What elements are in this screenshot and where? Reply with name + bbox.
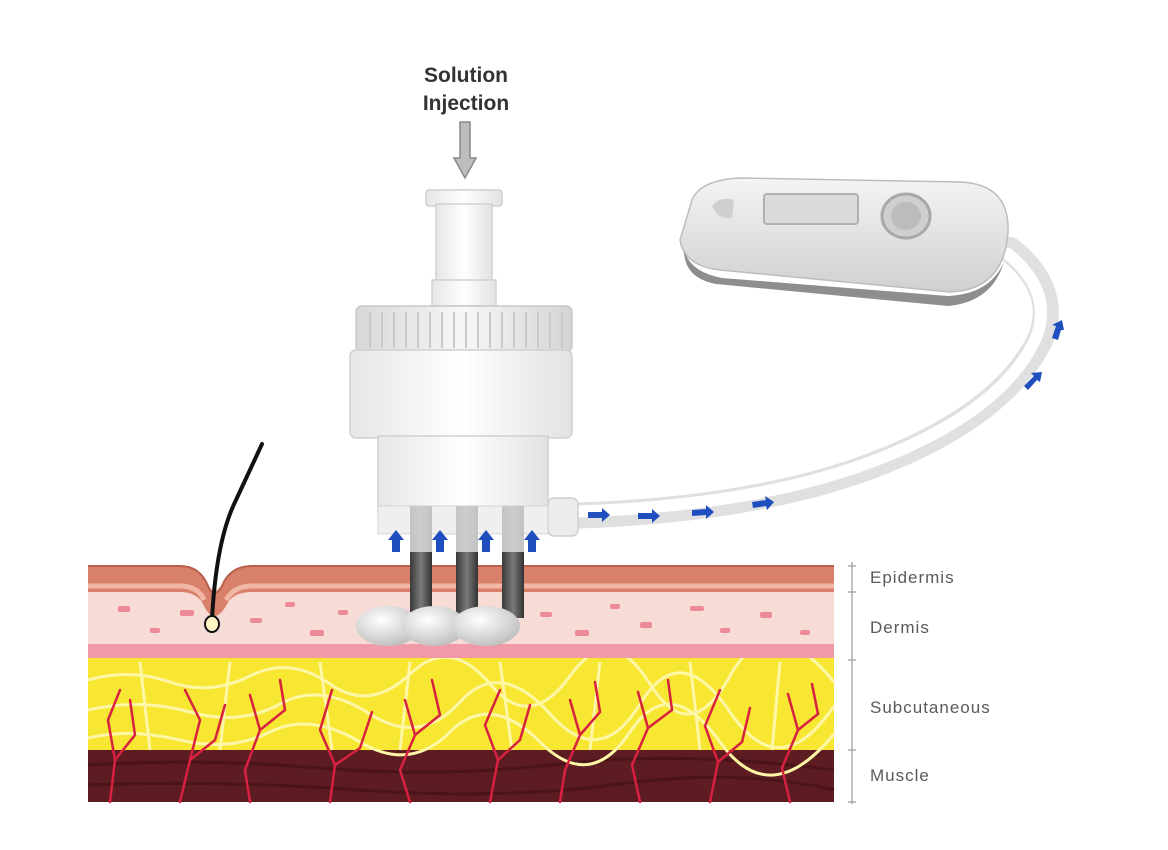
remote-screen <box>763 193 859 225</box>
epidermis-lower-band <box>88 583 834 602</box>
syringe-neck <box>431 279 497 307</box>
solution-injection-line2: Injection <box>422 92 510 115</box>
label-muscle: Muscle <box>870 766 930 785</box>
device-body-lower <box>377 435 549 513</box>
hair-bulb <box>204 615 220 633</box>
injection-arrow <box>452 121 478 180</box>
remote-control-device <box>679 177 1009 306</box>
cap-knurling <box>369 312 563 348</box>
layer-ticks <box>848 562 856 804</box>
solution-bulb-center <box>402 606 466 646</box>
solution-bulb-left <box>356 606 420 646</box>
solution-bulb-right <box>452 606 520 646</box>
dermis-cells <box>118 602 810 636</box>
device-body-upper <box>349 349 573 439</box>
hair-strand <box>210 442 264 622</box>
solution-injection-line1: Solution <box>424 64 508 87</box>
dermis-base <box>88 644 834 658</box>
device-cap <box>355 305 573 353</box>
subcutaneous-layer <box>88 658 834 750</box>
injection-device <box>349 189 573 646</box>
connection-tube-highlight <box>554 248 1048 518</box>
syringe-barrel <box>435 203 493 283</box>
tube-flow-arrows <box>588 320 1064 523</box>
label-dermis: Dermis <box>870 618 930 637</box>
solution-injection-label: Solution Injection <box>396 62 536 118</box>
muscle-texture <box>87 756 835 796</box>
fat-cells <box>87 639 836 777</box>
label-subcutaneous: Subcutaneous <box>870 698 991 717</box>
blood-vessels <box>106 678 820 804</box>
remote-side-button <box>712 198 734 219</box>
tube-connector <box>547 497 579 537</box>
nozzle-flow-arrows <box>388 530 540 552</box>
label-epidermis: Epidermis <box>870 568 955 587</box>
